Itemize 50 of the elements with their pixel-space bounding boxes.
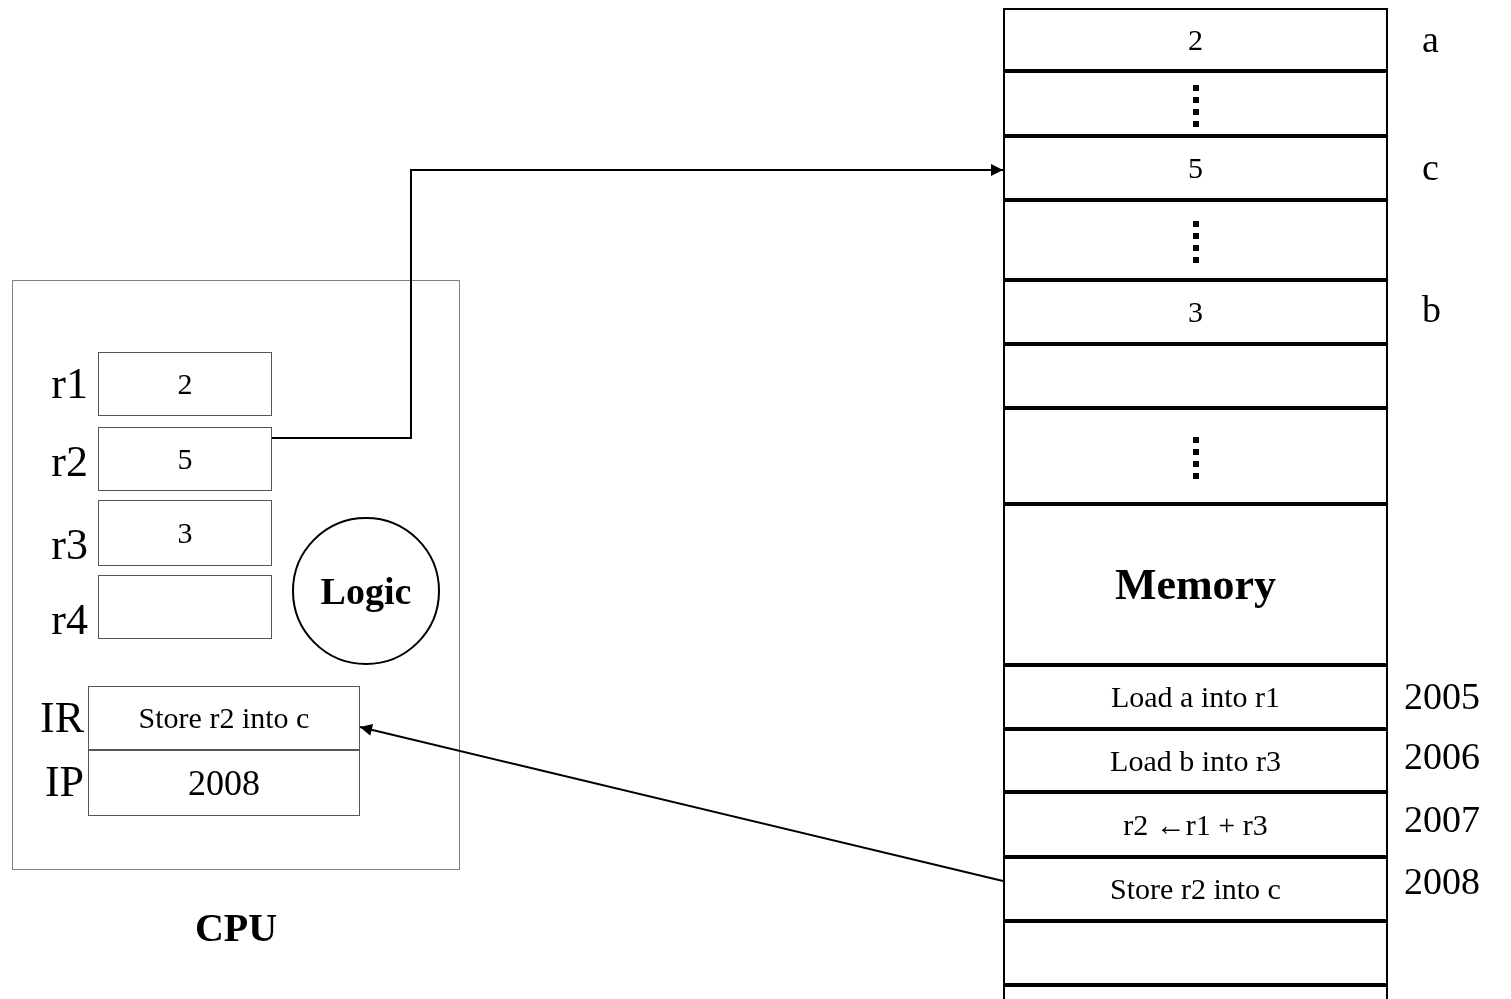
memory-cell (1003, 729, 1388, 792)
cell-text: 2 (1188, 24, 1203, 55)
memory-address: 2005 (1404, 677, 1480, 715)
memory-cell (1003, 504, 1388, 665)
register-name: r4 (50, 598, 88, 642)
memory-cell (1003, 857, 1388, 921)
cell-text: 2 (177, 369, 193, 399)
cpu-heading: CPU (193, 908, 279, 948)
cell-text: 5 (177, 444, 193, 474)
memory-cell (1003, 71, 1388, 136)
register-name: r3 (50, 523, 88, 567)
memory-address: c (1422, 148, 1439, 186)
cell-text: Store r2 into c (138, 703, 310, 733)
memory-address: 2006 (1404, 737, 1480, 775)
memory-address: a (1422, 20, 1439, 58)
instruction-register (88, 686, 360, 750)
cell-text: 2008 (188, 765, 260, 801)
register-box (88, 750, 360, 816)
register-name: IP (43, 760, 84, 804)
register-name: IR (39, 696, 84, 740)
memory-cell (1003, 136, 1388, 200)
register-box (98, 427, 272, 491)
register-name: r1 (50, 362, 88, 406)
memory-cell (1003, 344, 1388, 408)
heading-label: Logic (320, 572, 412, 610)
cell-text: 5 (1188, 153, 1203, 183)
register-box (98, 575, 272, 639)
memory-address: 2008 (1404, 862, 1480, 900)
memory-address: b (1422, 290, 1441, 328)
arrow (359, 723, 1004, 882)
memory-cell (1003, 665, 1388, 729)
cell-text: Load b into r3 (1110, 745, 1281, 776)
cell-text: Store r2 into c (1110, 874, 1281, 904)
cell-text: r2 ←r1 + r3 (1123, 809, 1268, 840)
arrow (271, 164, 1004, 439)
register-box (98, 352, 272, 416)
memory-cell (1003, 8, 1388, 71)
memory-cell (1003, 280, 1388, 344)
cell-text: Load a into r1 (1110, 682, 1281, 712)
register-name: r2 (50, 440, 88, 484)
memory-cell (1003, 200, 1388, 280)
memory-cell (1003, 792, 1388, 857)
heading-label: Memory (1114, 562, 1277, 607)
memory-cell (1003, 921, 1388, 985)
cell-text: 3 (1188, 297, 1203, 327)
cpu-box (12, 280, 460, 870)
memory-address: 2007 (1404, 800, 1480, 838)
cell-text: 3 (177, 518, 193, 548)
memory-cell (1003, 408, 1388, 504)
register-box (98, 500, 272, 566)
